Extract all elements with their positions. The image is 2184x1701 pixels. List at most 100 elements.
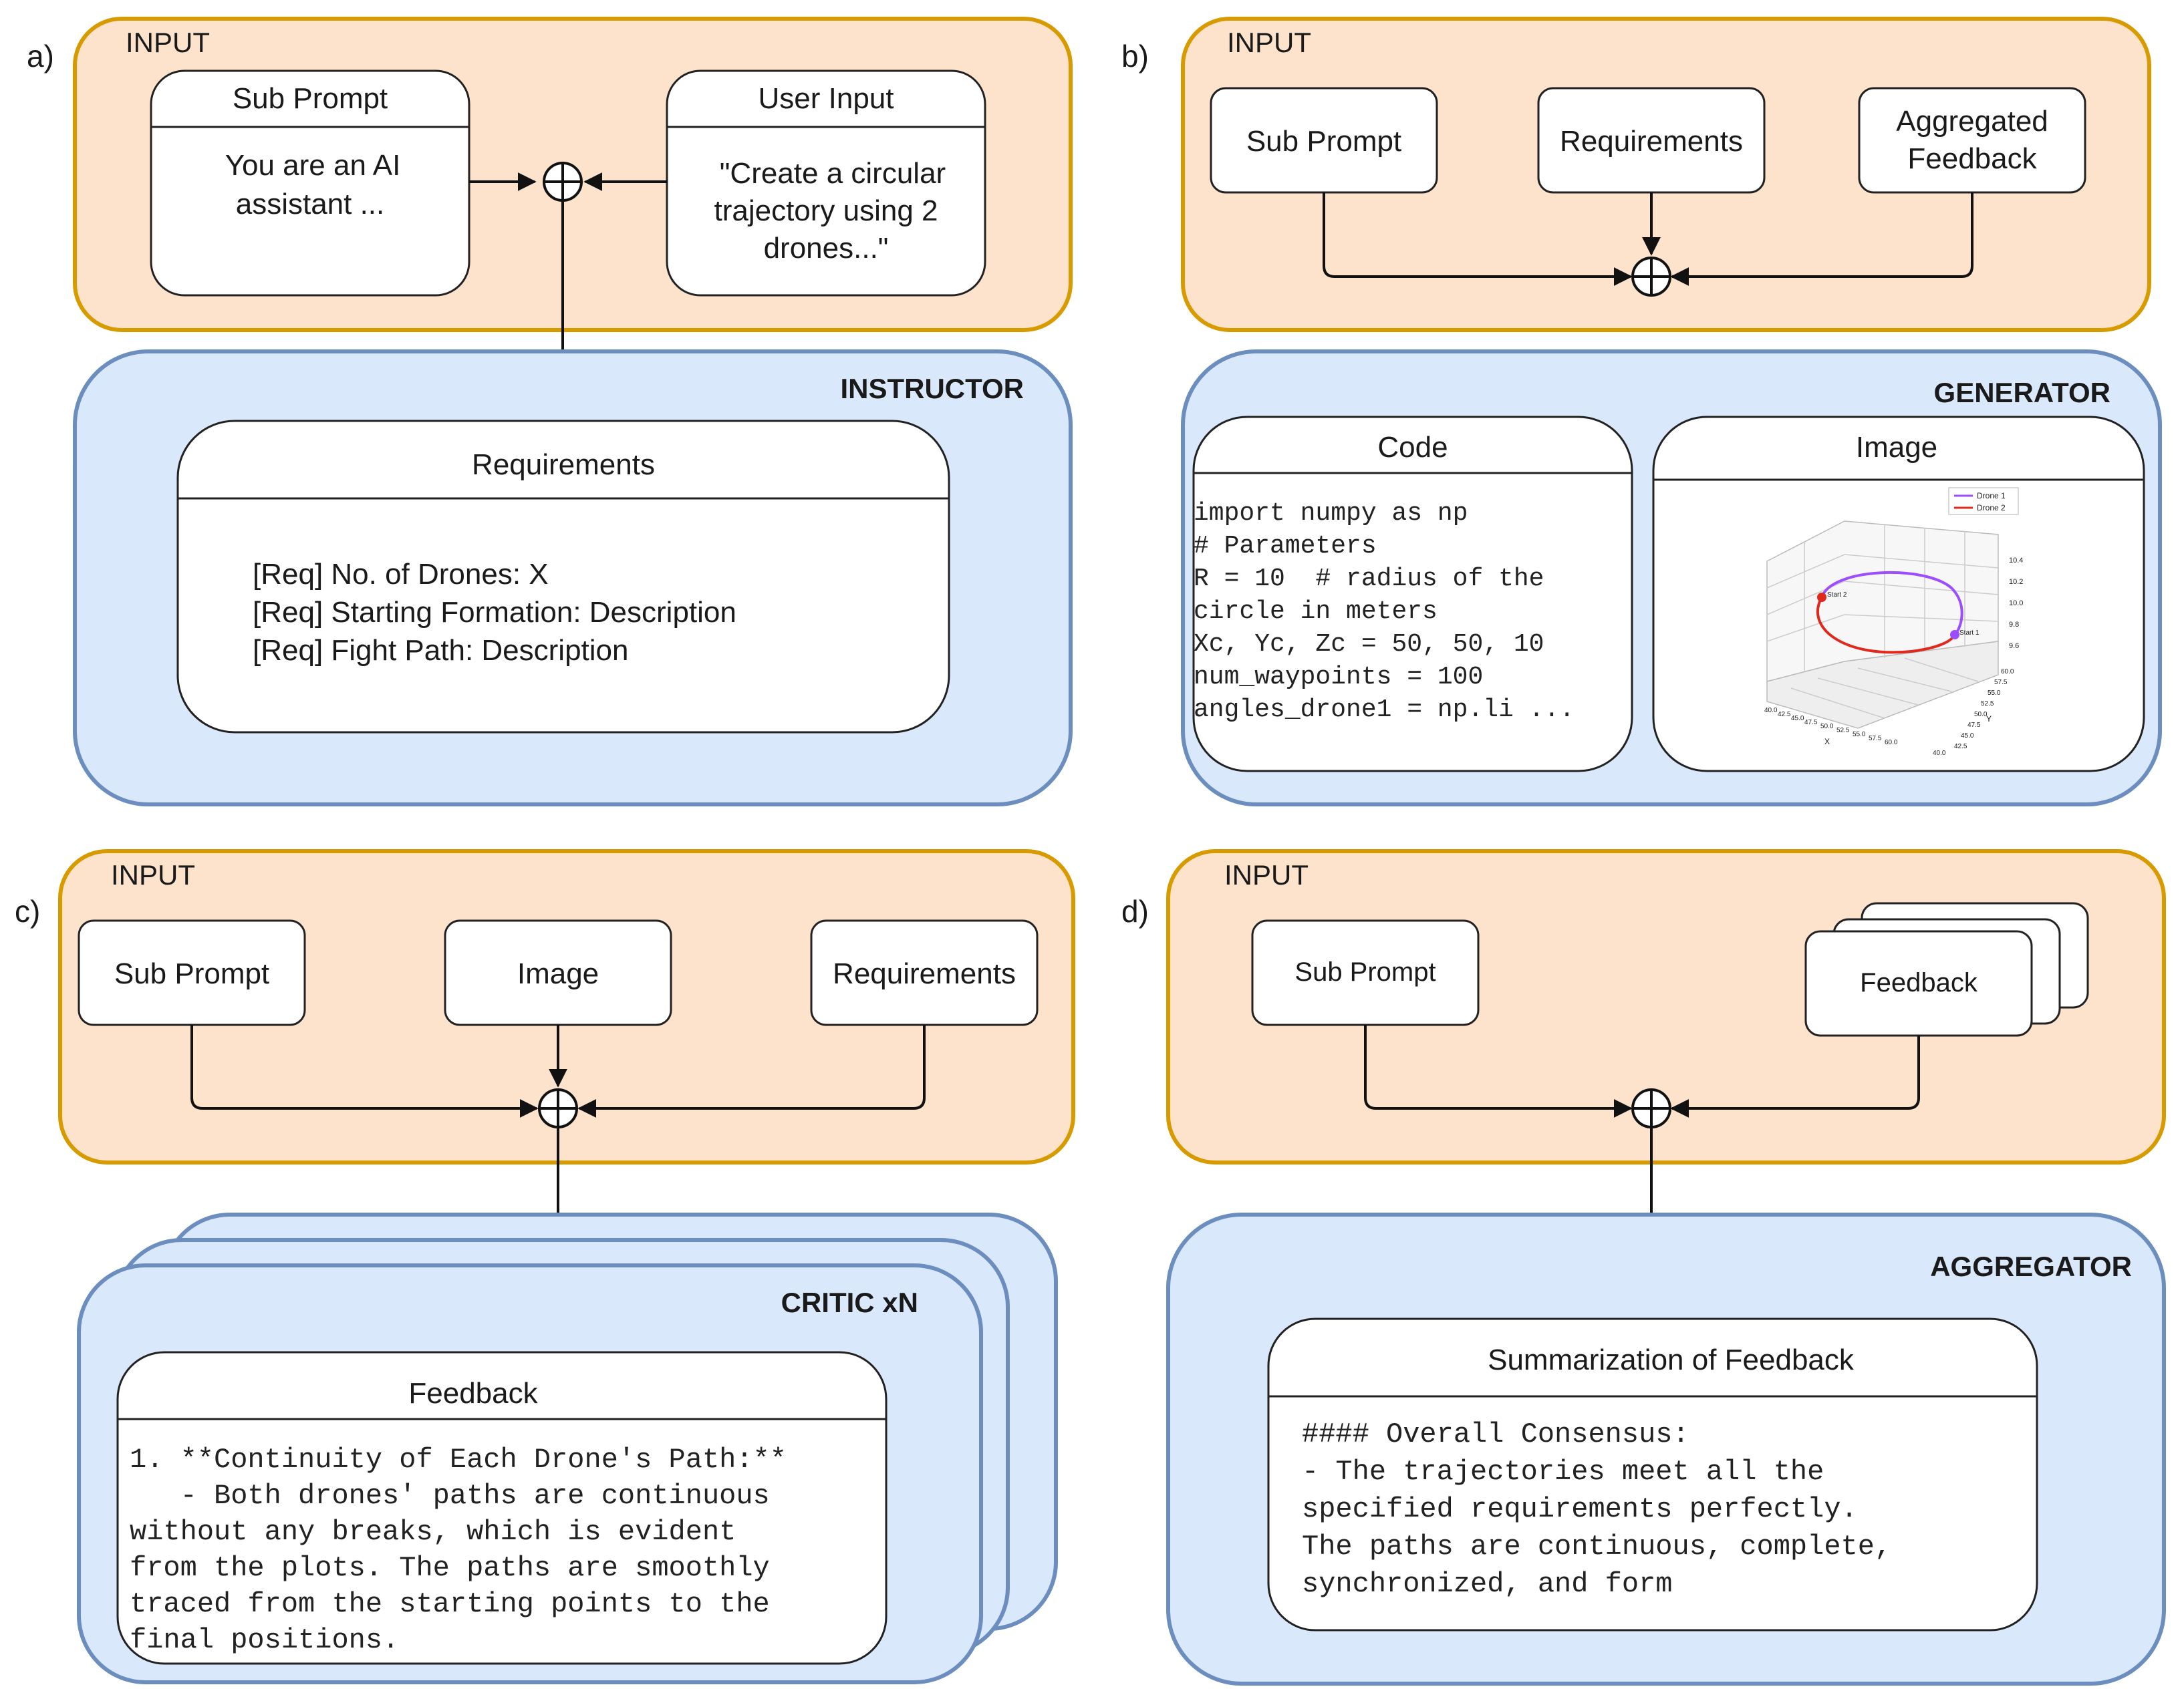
summary-line: The paths are continuous, complete, [1302,1531,1891,1563]
drone-1-path [1820,571,1963,636]
sub-prompt-box[interactable]: Sub Prompt You are an AI assistant ... [150,69,470,297]
sum-node-icon [1631,1088,1671,1128]
sub-prompt-body-line: assistant ... [236,188,385,220]
summary-title: Summarization of Feedback [1488,1344,1855,1376]
feedback-line: from the plots. The paths are smoothly [130,1552,770,1584]
code-line: Xc, Yc, Zc = 50, 50, 10 [1194,630,1544,659]
user-input-body-line: "Create a circular [720,157,946,190]
input-requirements[interactable]: Requirements [1537,87,1766,194]
input-image-label: Image [517,957,599,990]
summary-line: specified requirements perfectly. [1302,1493,1858,1525]
y-tick-label: 47.5 [1967,722,1981,729]
wire-feedback-to-sum [1670,1036,1920,1118]
drone-2-path [1816,597,1956,654]
input-requirements-label: Requirements [1560,125,1743,158]
panel-b-tag: b) [1121,39,1149,73]
y-tick-label: 42.5 [1954,743,1967,750]
y-axis-label: Y [1986,714,1992,724]
legend: Drone 1 Drone 2 [1948,487,2019,515]
x-tick-label: 40.0 [1764,707,1778,714]
user-input-title: User Input [759,82,894,115]
requirement-line: [Req] No. of Drones: X [253,558,549,591]
aggregated-feedback-line: Aggregated [1896,105,2048,138]
input-requirements-label: Requirements [833,957,1016,990]
legend-label: Drone 1 [1977,491,2006,500]
x-tick-label: 57.5 [1869,735,1882,742]
feedback-card-frame [116,1351,888,1665]
wire-requirements-to-sum [577,1025,926,1118]
wire-sub-prompt-to-sum [190,1025,539,1118]
input-sub-prompt[interactable]: Sub Prompt [1251,919,1480,1026]
input-sub-prompt-label: Sub Prompt [1294,957,1436,987]
code-line: # Parameters [1194,532,1377,561]
x-tick-label: 42.5 [1778,711,1791,718]
user-input-body-line: drones..." [764,232,889,265]
wire-sub-prompt-to-sum [1364,1025,1633,1118]
summary-line: synchronized, and form [1302,1568,1673,1600]
code-line: num_waypoints = 100 [1194,663,1483,691]
sum-node-icon [538,1088,578,1128]
image-title: Image [1856,431,1937,464]
x-tick-label: 47.5 [1804,719,1818,726]
x-axis-label: X [1824,737,1830,746]
code-title: Code [1377,431,1448,464]
wire-feedback-to-sum [1670,192,1973,286]
y-tick-label: 60.0 [2001,668,2014,675]
code-card[interactable]: Code import numpy as np # Parameters R =… [1192,416,1633,772]
x-tick-label: 52.5 [1836,727,1850,734]
start-2-label: Start 2 [1827,591,1847,599]
panel-d: d) INPUT Sub Prompt Feedback AGGREGATOR … [1121,849,2166,1686]
requirement-line: [Req] Fight Path: Description [253,634,628,667]
input-aggregated-feedback[interactable]: Aggregated Feedback [1858,87,2086,194]
legend-label: Drone 2 [1977,503,2006,512]
feedback-card[interactable]: Feedback 1. **Continuity of Each Drone's… [116,1351,888,1665]
feedback-title: Feedback [408,1377,538,1410]
input-feedback-stack[interactable]: Feedback [1804,902,2089,1037]
aggregated-feedback-line: Feedback [1907,142,2037,175]
input-sub-prompt-label: Sub Prompt [114,957,269,990]
wire-sub-prompt-to-sum [1323,192,1633,286]
generator-label: GENERATOR [1934,377,2110,408]
feedback-line: 1. **Continuity of Each Drone's Path:** [130,1444,787,1476]
code-line: circle in meters [1194,597,1438,626]
panel-a-tag: a) [27,39,54,73]
instructor-label: INSTRUCTOR [840,373,1024,404]
user-input-body-line: trajectory using 2 [714,194,938,227]
input-requirements[interactable]: Requirements [810,919,1039,1026]
panel-c-tag: c) [15,894,40,929]
input-sub-prompt[interactable]: Sub Prompt [78,919,306,1026]
summary-card[interactable]: Summarization of Feedback #### Overall C… [1267,1318,2038,1632]
aggregator-label: AGGREGATOR [1930,1251,2132,1282]
y-tick-labels: 60.0 57.5 55.0 52.5 50.0 47.5 45.0 42.5 … [1933,668,2014,757]
z-tick-label: 10.4 [2009,557,2023,565]
panel-b-input-label: INPUT [1227,27,1311,58]
feedback-line: without any breaks, which is evident [130,1516,736,1548]
panel-d-input-label: INPUT [1224,859,1309,891]
input-feedback-label: Feedback [1860,968,1978,997]
input-image[interactable]: Image [444,919,672,1026]
critic-label: CRITIC xN [781,1287,918,1318]
z-tick-label: 10.0 [2009,599,2023,607]
panel-c: c) INPUT Sub Prompt Image Requirements C… [15,849,1075,1684]
requirements-card[interactable]: Requirements [Req] No. of Drones: X [Req… [176,420,950,734]
y-tick-label: 57.5 [1994,679,2008,686]
image-card[interactable]: Image [1652,416,2145,772]
panel-d-tag: d) [1121,894,1149,929]
trajectory-plot-thumbnail: Start 2 Start 1 Drone 1 Drone 2 10.4 10.… [1764,487,2023,757]
feedback-line: - Both drones' paths are continuous [130,1480,770,1512]
code-line: import numpy as np [1194,499,1468,528]
input-sub-prompt[interactable]: Sub Prompt [1210,87,1438,194]
feedback-line: traced from the starting points to the [130,1588,770,1620]
drone-1-start-marker [1950,630,1959,639]
panel-a-input-label: INPUT [126,27,210,58]
x-tick-label: 50.0 [1820,723,1834,730]
x-tick-label: 45.0 [1791,715,1804,722]
x-tick-label: 55.0 [1853,731,1866,738]
z-tick-labels: 10.4 10.2 10.0 9.8 9.6 [2009,557,2023,650]
y-tick-label: 55.0 [1988,689,2001,697]
z-tick-label: 10.2 [2009,578,2023,586]
z-tick-label: 9.8 [2009,621,2019,629]
code-line: R = 10 # radius of the [1194,565,1544,593]
user-input-box[interactable]: User Input "Create a circular trajectory… [666,69,986,297]
y-tick-label: 40.0 [1933,750,1946,757]
